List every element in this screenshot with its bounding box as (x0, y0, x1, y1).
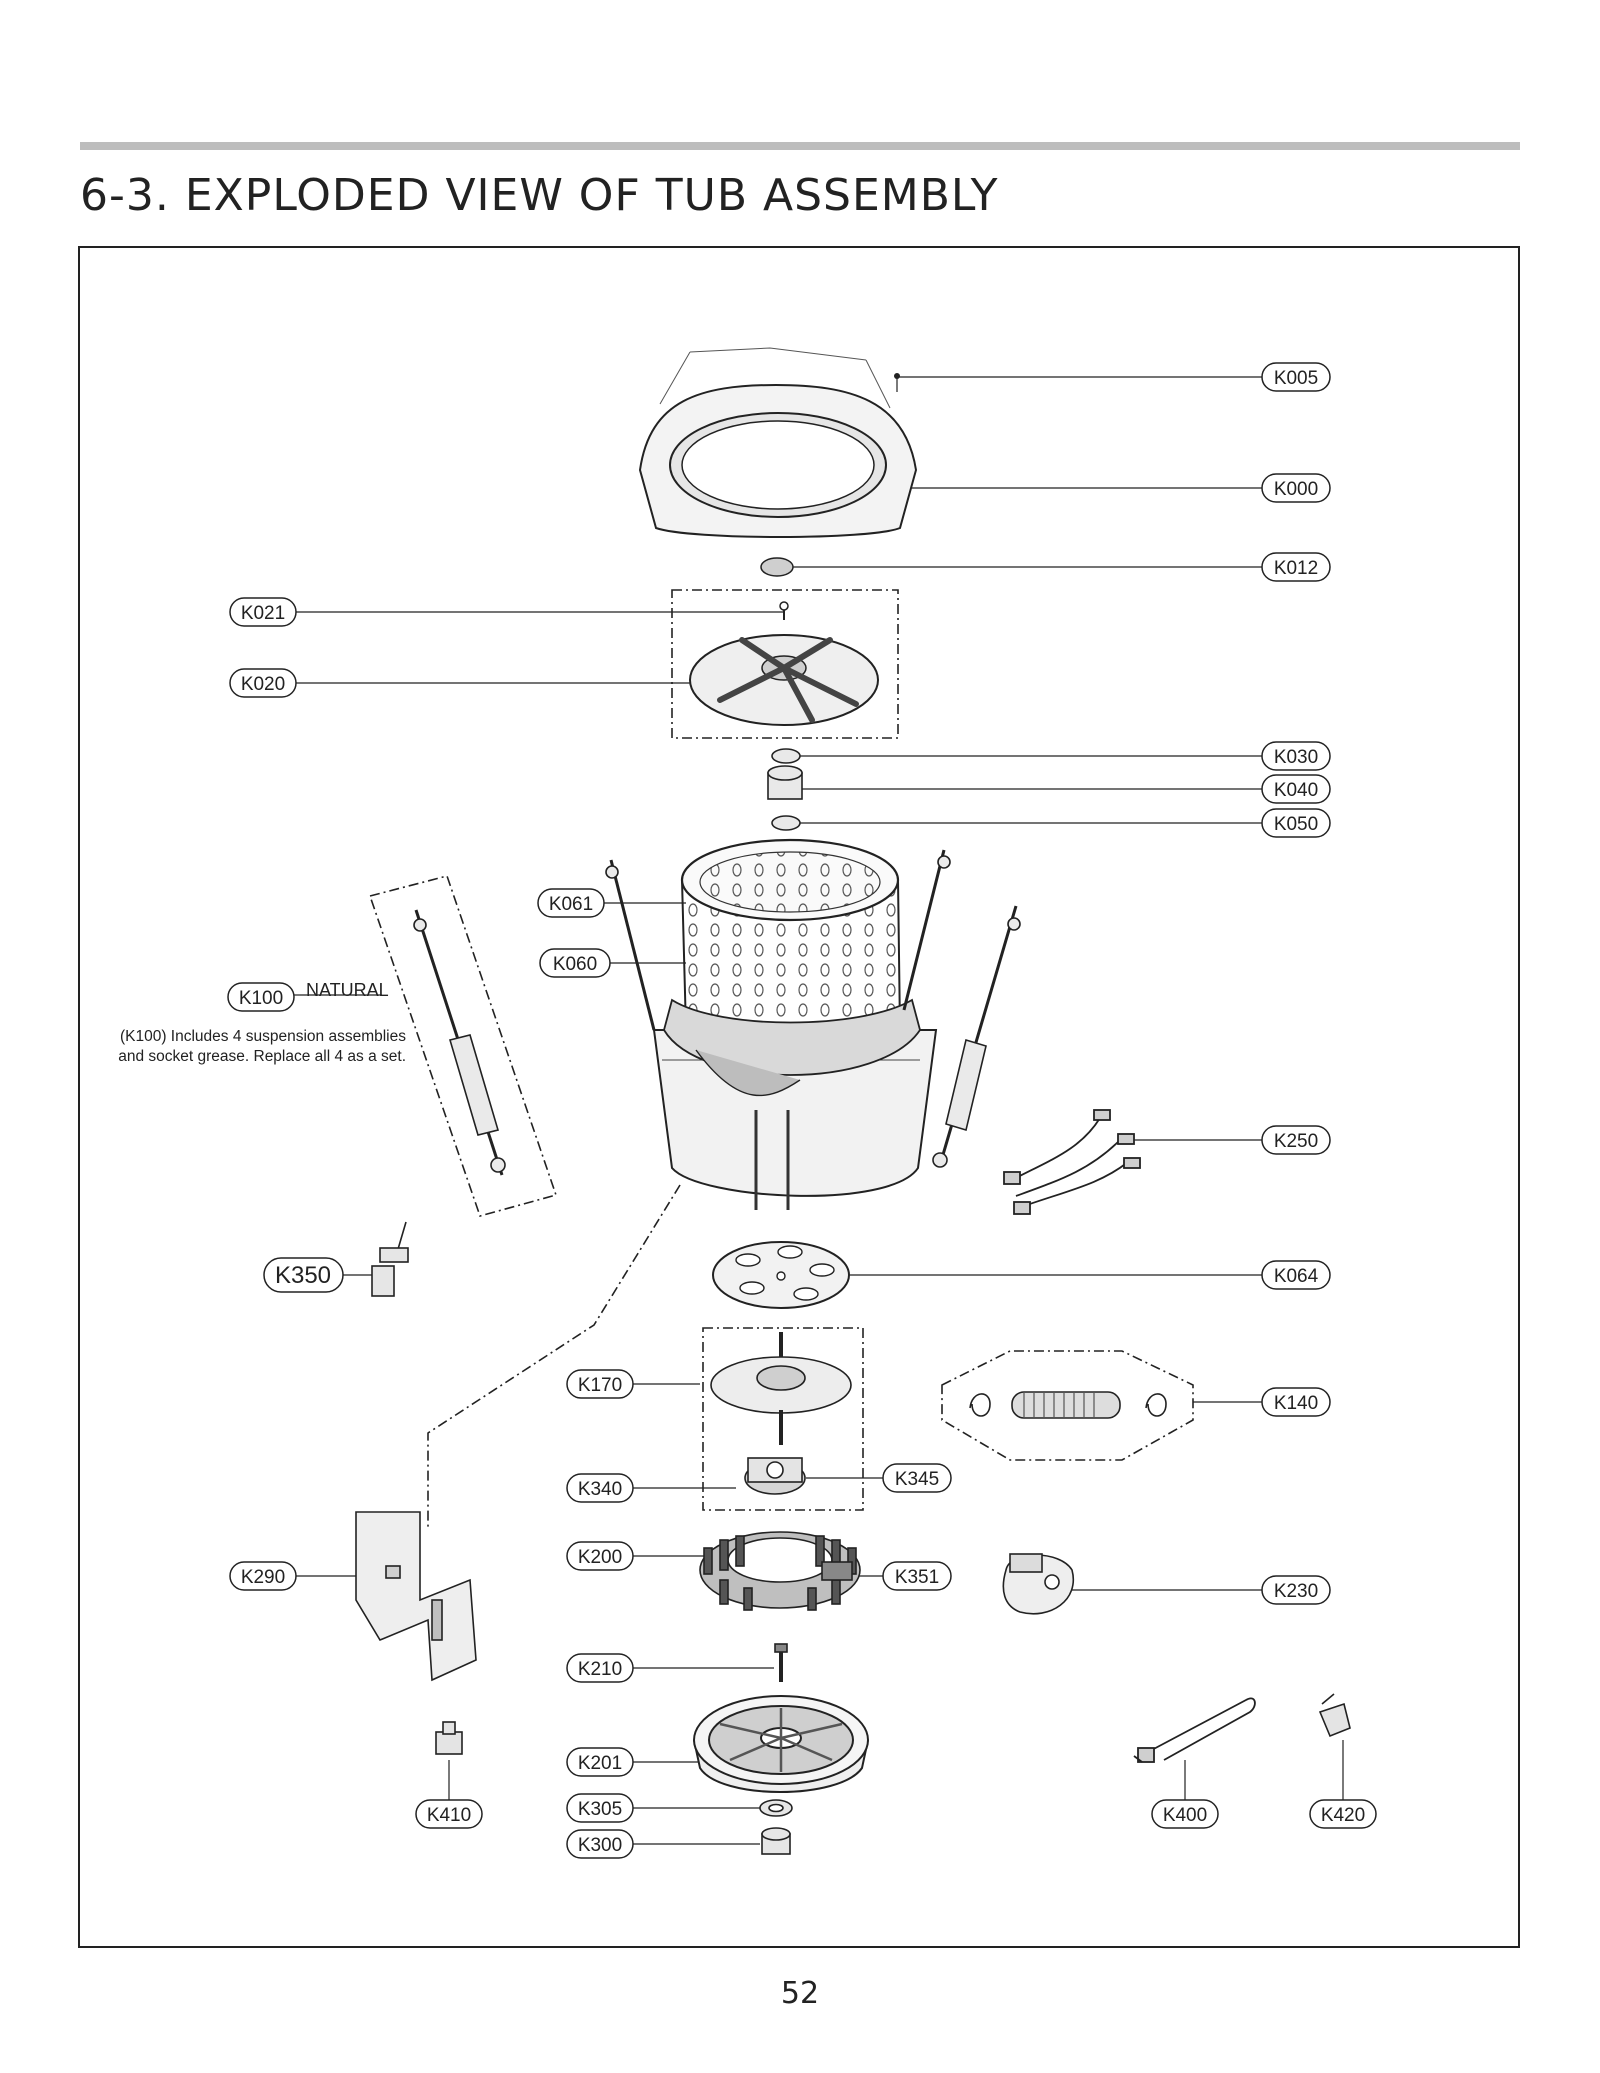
k012-cap-part (760, 557, 794, 577)
callout-k250-label: K250 (1274, 1131, 1318, 1152)
callout-k012: K012 (1261, 552, 1331, 582)
k100-note-line2: and socket grease. Replace all 4 as a se… (118, 1048, 406, 1065)
callout-k400: K400 (1151, 1799, 1219, 1829)
callout-k420: K420 (1309, 1799, 1377, 1829)
tub-cover-part (638, 347, 918, 538)
callout-k410: K410 (415, 1799, 483, 1829)
k064-plate-part (712, 1241, 850, 1309)
k420-clip-part (1318, 1693, 1351, 1738)
callout-k100-label: K100 (239, 988, 283, 1009)
clutch-part (710, 1332, 852, 1495)
header-rule (80, 142, 1520, 150)
k230-pump-part (1002, 1553, 1075, 1615)
callout-k410-label: K410 (427, 1805, 471, 1826)
callout-k290-label: K290 (241, 1567, 285, 1588)
callout-k020-label: K020 (241, 674, 285, 695)
callout-k210-label: K210 (578, 1659, 622, 1680)
callout-k100: K100 (227, 982, 295, 1012)
callout-k064: K064 (1261, 1260, 1331, 1290)
callout-k345-label: K345 (895, 1469, 939, 1490)
callout-k200-label: K200 (578, 1547, 622, 1568)
callout-k230-label: K230 (1274, 1581, 1318, 1602)
page-number: 52 (780, 1976, 820, 2011)
k350-sensor-part (371, 1221, 409, 1297)
callout-k012-label: K012 (1274, 558, 1318, 579)
callout-k050: K050 (1261, 808, 1331, 838)
callout-k021-label: K021 (241, 603, 285, 624)
callout-k030-label: K030 (1274, 747, 1318, 768)
clutch-group-box (702, 1327, 864, 1511)
callout-k000-label: K000 (1274, 479, 1318, 500)
callout-k061: K061 (537, 888, 605, 918)
callout-k020: K020 (229, 668, 297, 698)
bearing-stack-part (767, 748, 803, 831)
k210-bolt-part (774, 1643, 788, 1682)
k100-note: (K100) Includes 4 suspension assemblies … (96, 1027, 406, 1067)
callout-k050-label: K050 (1274, 814, 1318, 835)
callout-k230: K230 (1261, 1575, 1331, 1605)
callout-k350-label: K350 (275, 1262, 331, 1289)
k100-note-line1: (K100) Includes 4 suspension assemblies (119, 1028, 406, 1045)
callout-k140: K140 (1261, 1387, 1331, 1417)
pulsator-group-box (671, 589, 899, 739)
callout-k345: K345 (882, 1463, 952, 1493)
callout-k140-label: K140 (1274, 1393, 1318, 1414)
k305-k300-part (759, 1799, 793, 1855)
callout-k290: K290 (229, 1561, 297, 1591)
dashed-trace-line (427, 1184, 681, 1530)
callout-k201-label: K201 (578, 1753, 622, 1774)
callout-k300: K300 (566, 1829, 634, 1859)
wash-basket-part (652, 838, 938, 1210)
callout-k005: K005 (1261, 362, 1331, 392)
suspension-rods (413, 849, 1021, 1176)
rotor-part (693, 1695, 869, 1793)
k005-screw (894, 373, 900, 379)
callout-k170-label: K170 (578, 1375, 622, 1396)
suspension-group-box (368, 875, 558, 1217)
k290-bracket-part (355, 1511, 477, 1682)
page-title: 6-3. EXPLODED VIEW OF TUB ASSEMBLY (80, 170, 999, 221)
pulsator-part (689, 601, 879, 726)
callout-k040: K040 (1261, 774, 1331, 804)
callout-k351: K351 (882, 1561, 952, 1591)
diagram-frame (78, 246, 1520, 1948)
callout-k064-label: K064 (1274, 1266, 1319, 1287)
callout-k210: K210 (566, 1653, 634, 1683)
wire-harness-part (1003, 1109, 1141, 1215)
callout-k340-label: K340 (578, 1479, 622, 1500)
k410-part (435, 1721, 463, 1755)
stator-part (699, 1531, 861, 1611)
natural-label: NATURAL (306, 980, 389, 1000)
callout-k250: K250 (1261, 1125, 1331, 1155)
k400-heater-part (1133, 1697, 1256, 1763)
callout-k305: K305 (566, 1793, 634, 1823)
callout-k060: K060 (539, 948, 611, 978)
callout-k060-label: K060 (553, 954, 597, 975)
callout-k061-label: K061 (549, 894, 593, 915)
callout-k040-label: K040 (1274, 780, 1318, 801)
hose-part (969, 1391, 1167, 1419)
callout-k305-label: K305 (578, 1799, 622, 1820)
callout-k400-label: K400 (1163, 1805, 1207, 1826)
callout-k030: K030 (1261, 741, 1331, 771)
callout-k420-label: K420 (1321, 1805, 1365, 1826)
callout-k340: K340 (566, 1473, 634, 1503)
callout-k000: K000 (1261, 473, 1331, 503)
callout-k005-label: K005 (1274, 368, 1318, 389)
callout-k351-label: K351 (895, 1567, 939, 1588)
hose-group-box (941, 1350, 1194, 1461)
callout-k200: K200 (566, 1541, 634, 1571)
callout-k350: K350 (263, 1257, 344, 1293)
callout-k170: K170 (566, 1369, 634, 1399)
leader-lines (294, 376, 1344, 1845)
callouts: K005 K000 K012 K021 K020 K030 K040 K050 (227, 362, 1377, 1859)
callout-k300-label: K300 (578, 1835, 622, 1856)
callout-k201: K201 (566, 1747, 634, 1777)
callout-k021: K021 (229, 597, 297, 627)
